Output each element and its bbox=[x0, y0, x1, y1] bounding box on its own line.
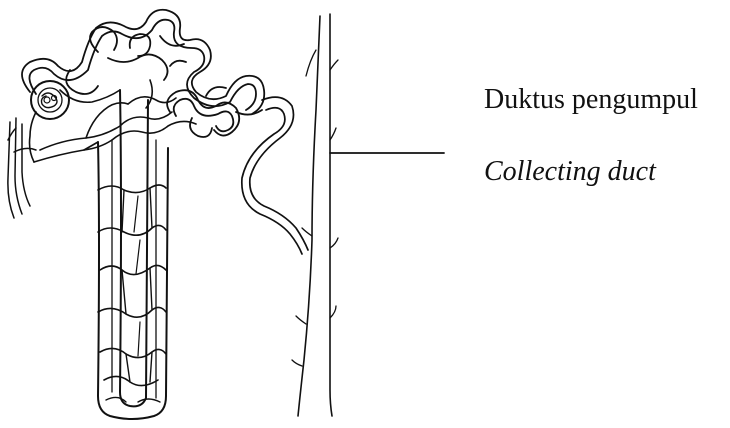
arteriole bbox=[8, 118, 36, 218]
label-malay: Duktus pengumpul bbox=[484, 86, 698, 114]
label-english: Collecting duct bbox=[484, 158, 656, 186]
loop-of-henle bbox=[98, 90, 168, 419]
peritubular-capillaries bbox=[34, 80, 196, 162]
distal-convoluted-tubule bbox=[167, 87, 262, 137]
collecting-duct bbox=[292, 14, 338, 416]
connecting-tubule bbox=[242, 97, 308, 254]
proximal-convoluted-tubule bbox=[22, 10, 264, 114]
